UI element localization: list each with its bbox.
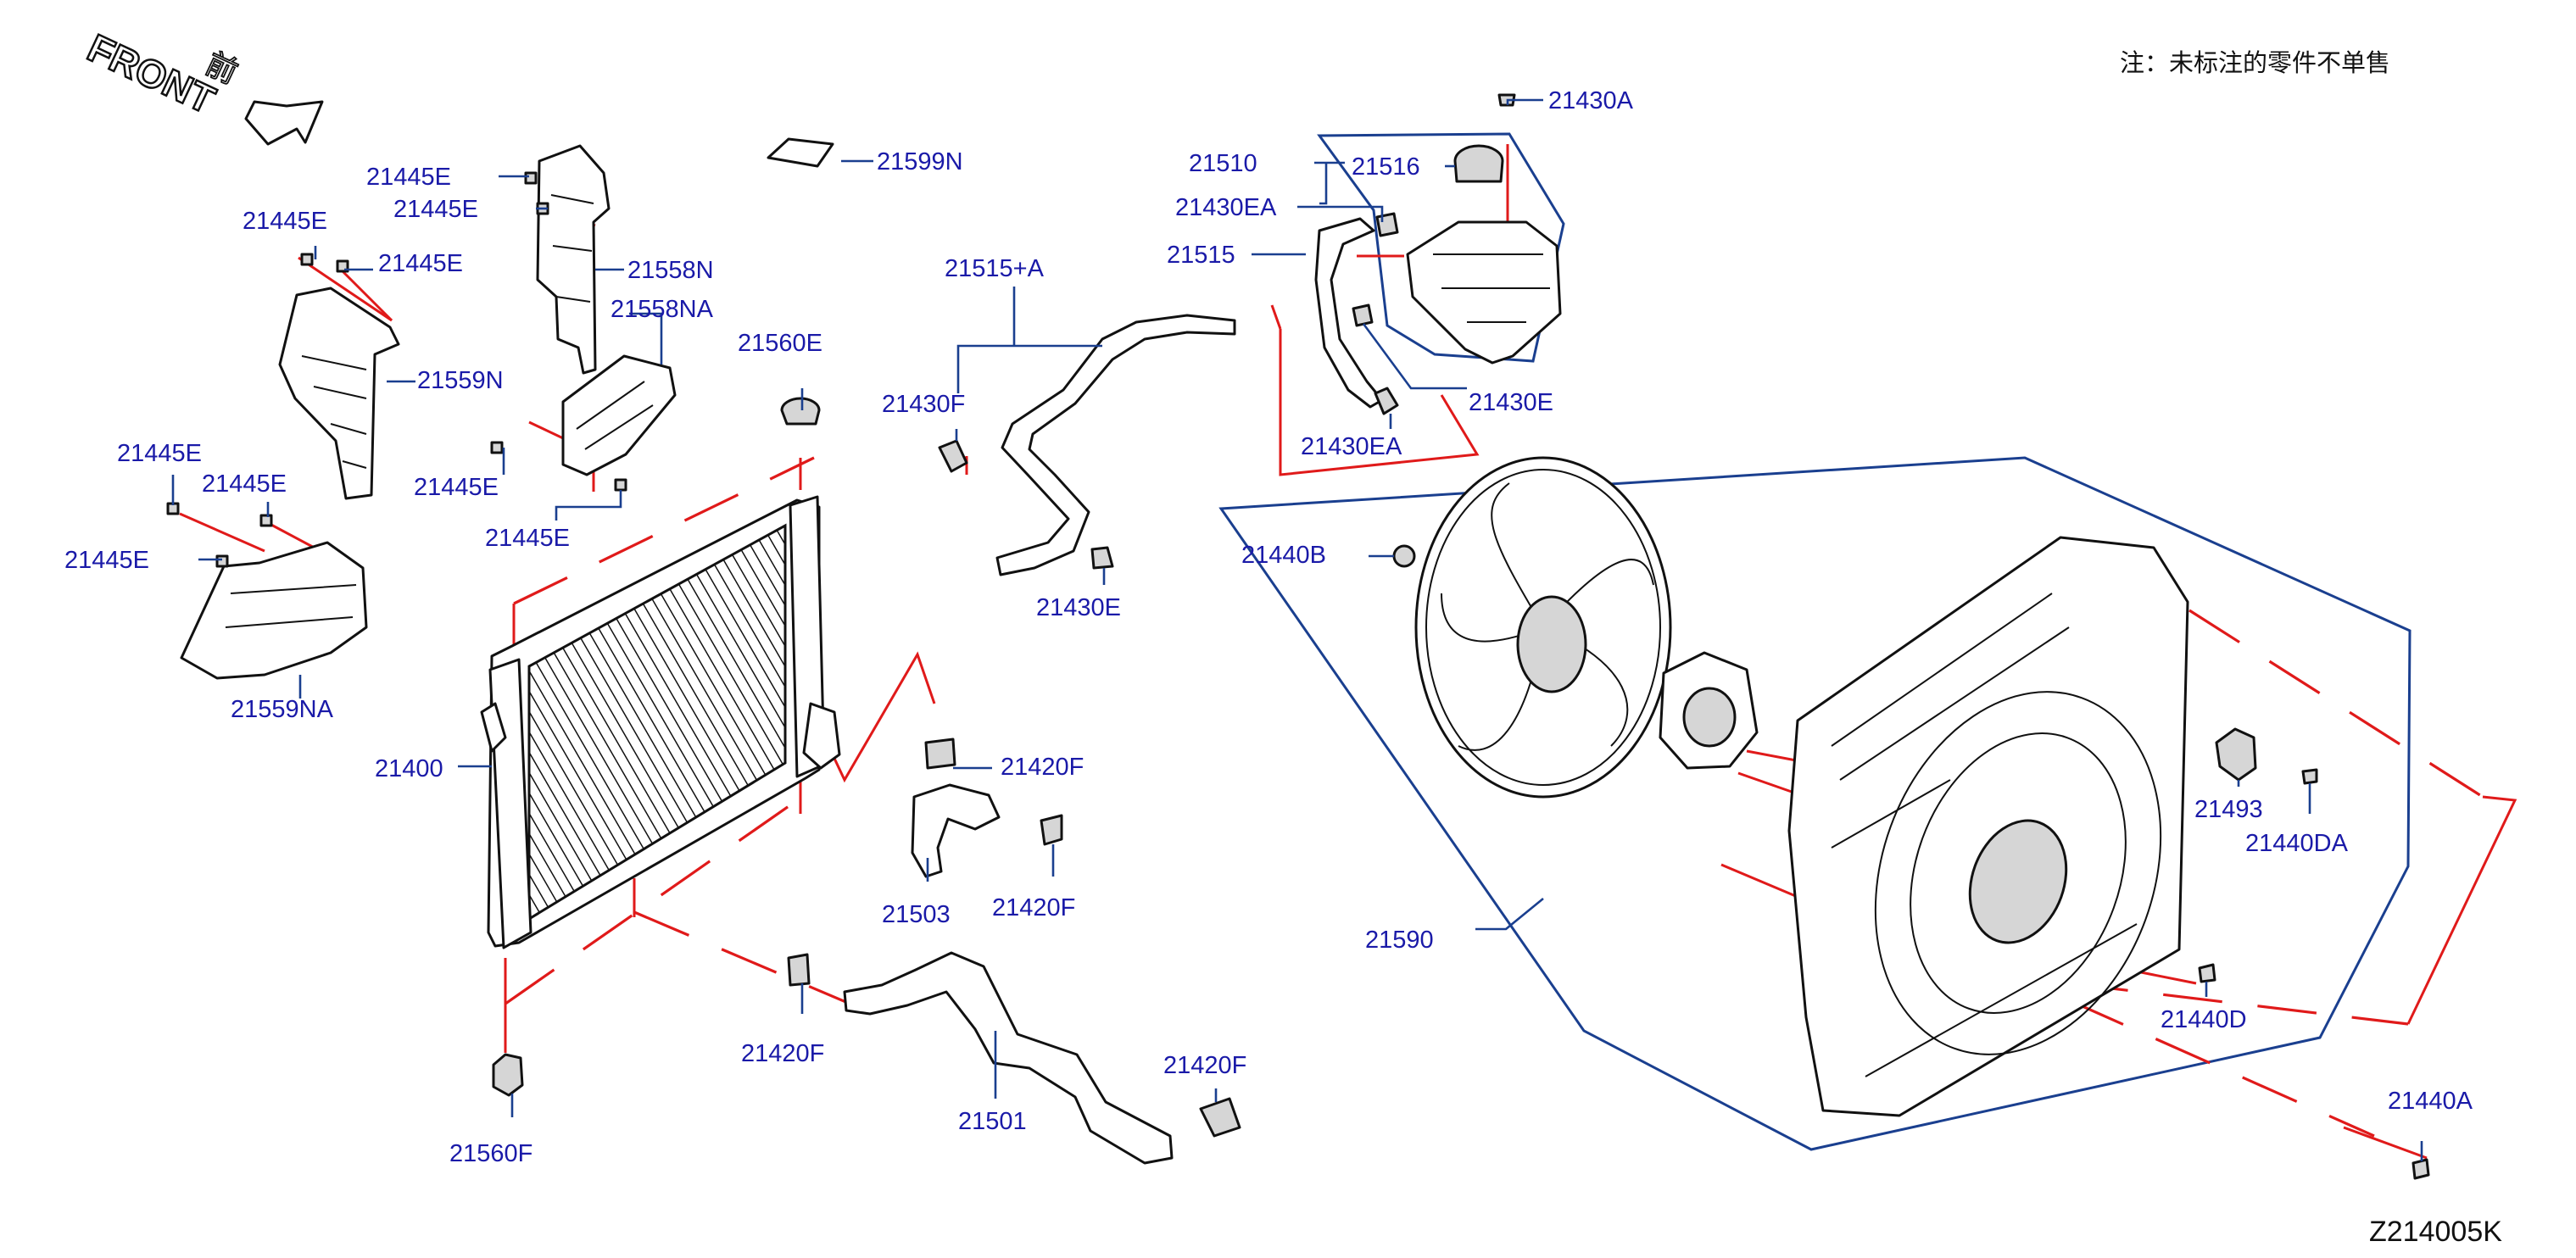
label-21560F: 21560F xyxy=(449,1140,532,1167)
label-21445E-9: 21445E xyxy=(485,525,570,552)
clamp-21430E-lower xyxy=(1090,546,1114,570)
label-21440A: 21440A xyxy=(2388,1088,2473,1115)
label-21445E-5: 21445E xyxy=(117,440,202,467)
label-21400: 21400 xyxy=(375,755,443,782)
reservoir-tank-21510 xyxy=(1406,220,1562,365)
label-21445E-4: 21445E xyxy=(378,250,463,277)
label-21445E-7: 21445E xyxy=(64,547,149,574)
bolt-21440A xyxy=(2412,1158,2430,1180)
clamp-21430E-tank xyxy=(1352,303,1374,327)
reservoir-cap-21516 xyxy=(1453,144,1504,183)
clamp-21420F-b xyxy=(1040,814,1063,846)
screw-21440DA xyxy=(2301,768,2318,785)
label-21501: 21501 xyxy=(958,1108,1027,1135)
label-plate-21599N xyxy=(767,137,834,168)
label-21559NA: 21559NA xyxy=(231,696,334,723)
fan-shroud-group-outline xyxy=(1218,456,2412,1151)
label-21559N: 21559N xyxy=(417,367,504,394)
hose-21515A xyxy=(995,314,1236,576)
label-21430EA-top: 21430EA xyxy=(1175,194,1277,221)
label-21420F-b: 21420F xyxy=(992,894,1075,921)
label-21430A: 21430A xyxy=(1548,87,1634,114)
fan-shroud xyxy=(1787,536,2189,1117)
label-21430E-hose: 21430E xyxy=(1036,594,1121,621)
radiator-drain xyxy=(480,702,507,753)
cooling-fan xyxy=(1414,456,1672,799)
label-21503: 21503 xyxy=(882,901,951,928)
resistor-21493 xyxy=(2215,727,2257,782)
label-21445E-6: 21445E xyxy=(202,470,287,498)
motor-face xyxy=(1682,687,1737,748)
clamp-21430F xyxy=(938,439,968,473)
radiator-core xyxy=(527,523,787,921)
label-21558NA: 21558NA xyxy=(611,296,714,323)
clamp-21420F-c xyxy=(787,953,811,987)
part-labels: 21430A 21599N 21510 21516 21430EA 21515 … xyxy=(64,87,2473,1167)
label-21493: 21493 xyxy=(2194,796,2263,823)
label-21510: 21510 xyxy=(1189,150,1257,177)
label-21420F-a: 21420F xyxy=(1001,754,1084,781)
label-21430EA-low: 21430EA xyxy=(1301,433,1402,460)
label-21430E-tank: 21430E xyxy=(1469,389,1553,416)
label-21590: 21590 xyxy=(1365,927,1434,954)
label-21558N: 21558N xyxy=(627,257,714,284)
radiator-outlet-pipe xyxy=(802,702,841,770)
leader-lines xyxy=(171,98,2423,1161)
screw-21440D xyxy=(2198,963,2216,983)
label-21560E: 21560E xyxy=(738,330,822,357)
label-21440D: 21440D xyxy=(2161,1006,2247,1033)
nut-21440B xyxy=(1392,544,1416,568)
side-seal-21559N xyxy=(278,287,400,500)
label-21440B: 21440B xyxy=(1241,542,1326,569)
label-21420F-c: 21420F xyxy=(741,1040,824,1067)
hose-21501 xyxy=(843,951,1174,1165)
diagram-code: Z214005K xyxy=(2369,1216,2502,1248)
clamp-21430EA-upper xyxy=(1375,212,1399,237)
side-seal-21559NA xyxy=(180,541,368,680)
front-label: FRONT xyxy=(81,25,222,122)
label-21599N: 21599N xyxy=(877,148,963,175)
label-21430F: 21430F xyxy=(882,391,965,418)
label-21440DA: 21440DA xyxy=(2245,830,2349,857)
note-text: 注：未标注的零件不单售 xyxy=(2120,48,2390,77)
label-21445E-2: 21445E xyxy=(243,208,327,235)
label-21515: 21515 xyxy=(1167,242,1235,269)
mount-cushion-21560E xyxy=(780,397,821,426)
mount-cushion-21560F xyxy=(492,1053,524,1097)
label-21515A: 21515+A xyxy=(945,255,1045,282)
air-guide-21558N xyxy=(536,144,611,375)
label-21445E-3: 21445E xyxy=(393,196,478,223)
hose-21515 xyxy=(1314,217,1384,409)
clamp-21420F-d xyxy=(1199,1097,1241,1138)
label-21516: 21516 xyxy=(1352,153,1420,181)
label-21420F-d: 21420F xyxy=(1163,1052,1246,1079)
clamp-21430EA-lower xyxy=(1374,387,1399,415)
clamp-21420F-a xyxy=(924,738,956,770)
label-21445E-8: 21445E xyxy=(414,474,499,501)
hose-21503 xyxy=(911,783,1001,878)
label-21445E-1: 21445E xyxy=(366,164,451,191)
air-guide-21558NA xyxy=(561,354,677,476)
front-arrow-icon xyxy=(244,100,324,146)
front-direction-arrow: FRONT 前 xyxy=(81,25,324,146)
